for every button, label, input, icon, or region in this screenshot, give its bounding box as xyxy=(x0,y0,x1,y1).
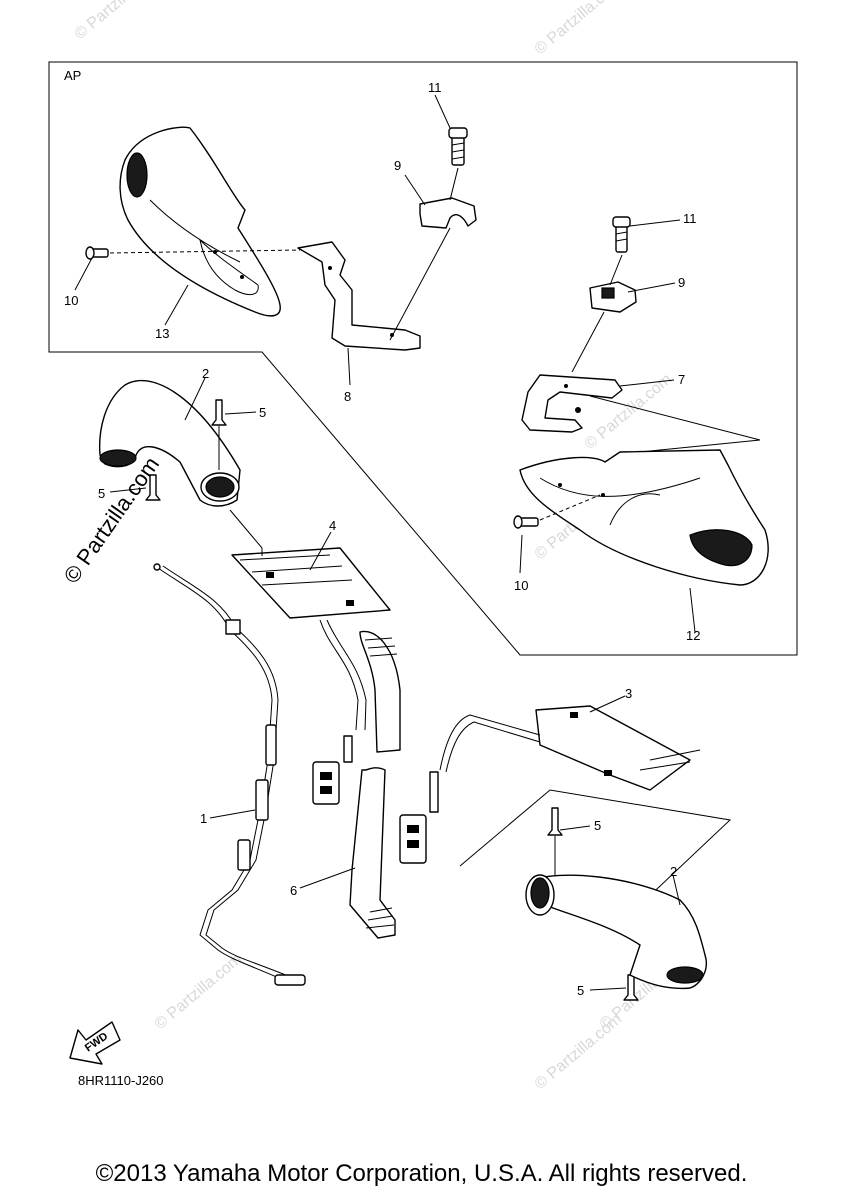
callout-1: 1 xyxy=(200,811,207,826)
grip-upper xyxy=(98,379,241,507)
heater-wires-lower xyxy=(399,714,541,864)
bolt-left xyxy=(448,127,468,166)
alignment-dash xyxy=(539,494,601,521)
callout-13: 13 xyxy=(155,326,169,341)
watermark-text: © Partzilla.com xyxy=(152,951,246,1033)
callout-6: 6 xyxy=(290,883,297,898)
alignment-line xyxy=(229,509,263,549)
callout-5: 5 xyxy=(259,405,266,420)
bolt-axis xyxy=(449,167,459,201)
bracket-left xyxy=(297,241,421,351)
ap-label: AP xyxy=(64,68,81,83)
callout-9: 9 xyxy=(394,158,401,173)
watermark-dark: © Partzilla.com xyxy=(59,452,165,588)
screw-right xyxy=(513,515,539,529)
alignment-dash xyxy=(109,249,301,254)
copyright-notice: ©2013 Yamaha Motor Corporation, U.S.A. A… xyxy=(95,1160,748,1187)
watermark-text: © Partzilla.com xyxy=(532,0,626,58)
callout-5: 5 xyxy=(577,983,584,998)
pin-upper-b xyxy=(145,474,161,501)
hand-guard-left xyxy=(119,126,281,317)
callout-12: 12 xyxy=(686,628,700,643)
fwd-arrow-icon: FWD xyxy=(69,1021,121,1065)
sensor-cable xyxy=(153,563,306,986)
pin-upper-a xyxy=(211,399,227,470)
clamp-right xyxy=(589,281,637,313)
drawing-code: 8HR1110-J260 xyxy=(78,1073,164,1088)
heater-wires-upper xyxy=(312,619,367,805)
callout-5: 5 xyxy=(594,818,601,833)
clamp-axis xyxy=(571,311,605,373)
screw-left xyxy=(85,246,109,260)
pin-lower-a xyxy=(547,807,563,876)
callout-2: 2 xyxy=(670,864,677,879)
heater-upper xyxy=(231,547,391,619)
callout-5: 5 xyxy=(98,486,105,501)
bolt-axis xyxy=(609,254,623,286)
callout-4: 4 xyxy=(329,518,336,533)
callout-10: 10 xyxy=(514,578,528,593)
bolt-right xyxy=(612,216,631,253)
clamp-left xyxy=(419,197,477,229)
bracket-right xyxy=(521,374,623,433)
leader-lines xyxy=(74,94,696,991)
hand-guard-right xyxy=(519,449,769,586)
alignment-line xyxy=(589,395,761,453)
callout-11: 11 xyxy=(683,211,697,226)
watermark-text: © Partzilla.com xyxy=(72,0,166,43)
callout-3: 3 xyxy=(625,686,632,701)
callout-10: 10 xyxy=(64,293,78,308)
breather-hose xyxy=(349,630,401,939)
callout-8: 8 xyxy=(344,389,351,404)
callout-9: 9 xyxy=(678,275,685,290)
callout-11: 11 xyxy=(428,80,442,95)
callout-7: 7 xyxy=(678,372,685,387)
heater-lower xyxy=(459,705,732,906)
clamp-axis xyxy=(389,227,451,341)
callout-2: 2 xyxy=(202,366,209,381)
ap-inset-frame xyxy=(48,61,798,656)
grip-lower xyxy=(525,874,707,990)
callout-numbers: 11 9 11 9 7 10 13 8 2 5 5 4 10 12 3 1 6 … xyxy=(64,80,700,998)
